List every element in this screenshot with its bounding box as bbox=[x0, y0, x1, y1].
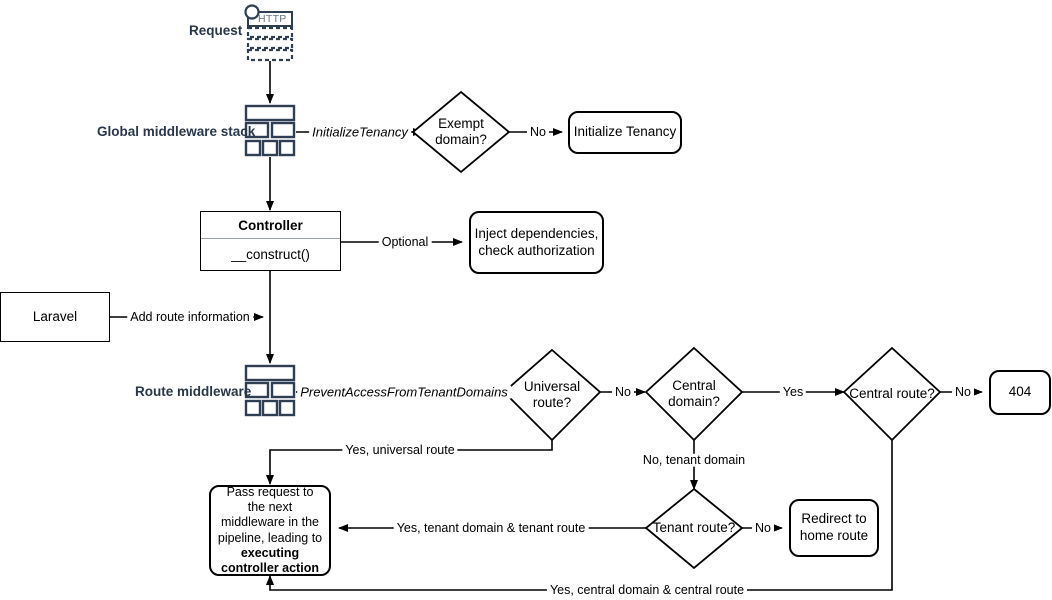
node-laravel-text: Laravel bbox=[32, 308, 78, 324]
edge-label-universal-no: No bbox=[612, 386, 634, 399]
decision-exempt-domain-label: Exempt domain? bbox=[435, 115, 487, 147]
node-pass-request-text: Pass request to the next middleware in t… bbox=[217, 484, 323, 545]
decision-central-domain-label-wrap: Central domain? bbox=[646, 348, 742, 440]
node-initialize-tenancy[interactable]: Initialize Tenancy bbox=[568, 111, 682, 154]
decision-central-domain bbox=[644, 346, 744, 442]
route-middleware-label: Route middleware bbox=[135, 384, 252, 399]
global-middleware-stack-label: Global middleware stack bbox=[97, 124, 256, 139]
node-inject-dependencies-line2: check authorization bbox=[478, 242, 595, 258]
node-initialize-tenancy-text: Initialize Tenancy bbox=[573, 124, 677, 140]
node-inject-dependencies-line1: Inject dependencies, bbox=[474, 225, 599, 241]
node-controller-method: __construct() bbox=[231, 247, 310, 262]
decision-universal-route-label-wrap: Universal route? bbox=[504, 350, 600, 440]
decision-tenant-route-label-wrap: Tenant route? bbox=[646, 489, 742, 568]
middleware-stack-icon-route bbox=[244, 364, 296, 417]
decision-central-route bbox=[842, 346, 942, 442]
decision-exempt-domain bbox=[411, 90, 511, 174]
edge-label-yes-tenant-domain-tenant-route: Yes, tenant domain & tenant route bbox=[393, 522, 589, 535]
edge-label-prevent-access: PreventAccessFromTenantDomains bbox=[297, 385, 511, 399]
node-pass-request-emphasis: executing controller action bbox=[221, 545, 319, 575]
edge-label-no-tenant-domain: No, tenant domain bbox=[639, 454, 749, 467]
edge-label-tenant-route-no: No bbox=[752, 522, 774, 535]
node-404-text: 404 bbox=[1008, 384, 1032, 400]
edge-label-initialize-tenancy: InitializeTenancy bbox=[309, 125, 411, 139]
edge-label-add-route-information: Add route information bbox=[127, 311, 253, 324]
node-404[interactable]: 404 bbox=[989, 370, 1051, 415]
decision-tenant-route-label: Tenant route? bbox=[652, 520, 736, 536]
edge-label-central-route-no: No bbox=[952, 386, 974, 399]
request-label: Request bbox=[189, 23, 243, 38]
edge-label-central-domain-yes: Yes bbox=[779, 386, 807, 399]
node-pass-request[interactable]: Pass request to the next middleware in t… bbox=[209, 485, 331, 576]
node-redirect-home-line1: Redirect to bbox=[801, 511, 867, 527]
node-redirect-home-line2: home route bbox=[799, 528, 869, 543]
decision-tenant-route bbox=[644, 487, 744, 570]
node-controller-title: Controller bbox=[201, 212, 340, 239]
node-inject-dependencies[interactable]: Inject dependencies, check authorization bbox=[469, 211, 604, 274]
edge-label-exempt-no: No bbox=[527, 126, 549, 139]
edge-label-optional: Optional bbox=[378, 236, 432, 249]
decision-exempt-domain-label-wrap: Exempt domain? bbox=[413, 92, 509, 172]
edge-label-yes-universal-route: Yes, universal route bbox=[342, 444, 458, 457]
node-controller[interactable]: Controller __construct() bbox=[200, 211, 341, 271]
middleware-stack-icon-global bbox=[244, 104, 296, 157]
node-redirect-home-route[interactable]: Redirect to home route bbox=[789, 499, 879, 557]
decision-universal-route bbox=[502, 348, 602, 442]
http-icon-text: HTTP bbox=[258, 13, 287, 25]
decision-central-route-label: Central route? bbox=[849, 385, 935, 401]
decision-central-route-label-wrap: Central route? bbox=[844, 348, 940, 440]
decision-universal-route-label: Universal route? bbox=[523, 378, 581, 410]
http-request-icon bbox=[244, 4, 294, 62]
node-laravel[interactable]: Laravel bbox=[0, 292, 110, 342]
decision-central-domain-label: Central domain? bbox=[668, 377, 720, 409]
edge-label-yes-central-domain-central-route: Yes, central domain & central route bbox=[546, 584, 748, 597]
